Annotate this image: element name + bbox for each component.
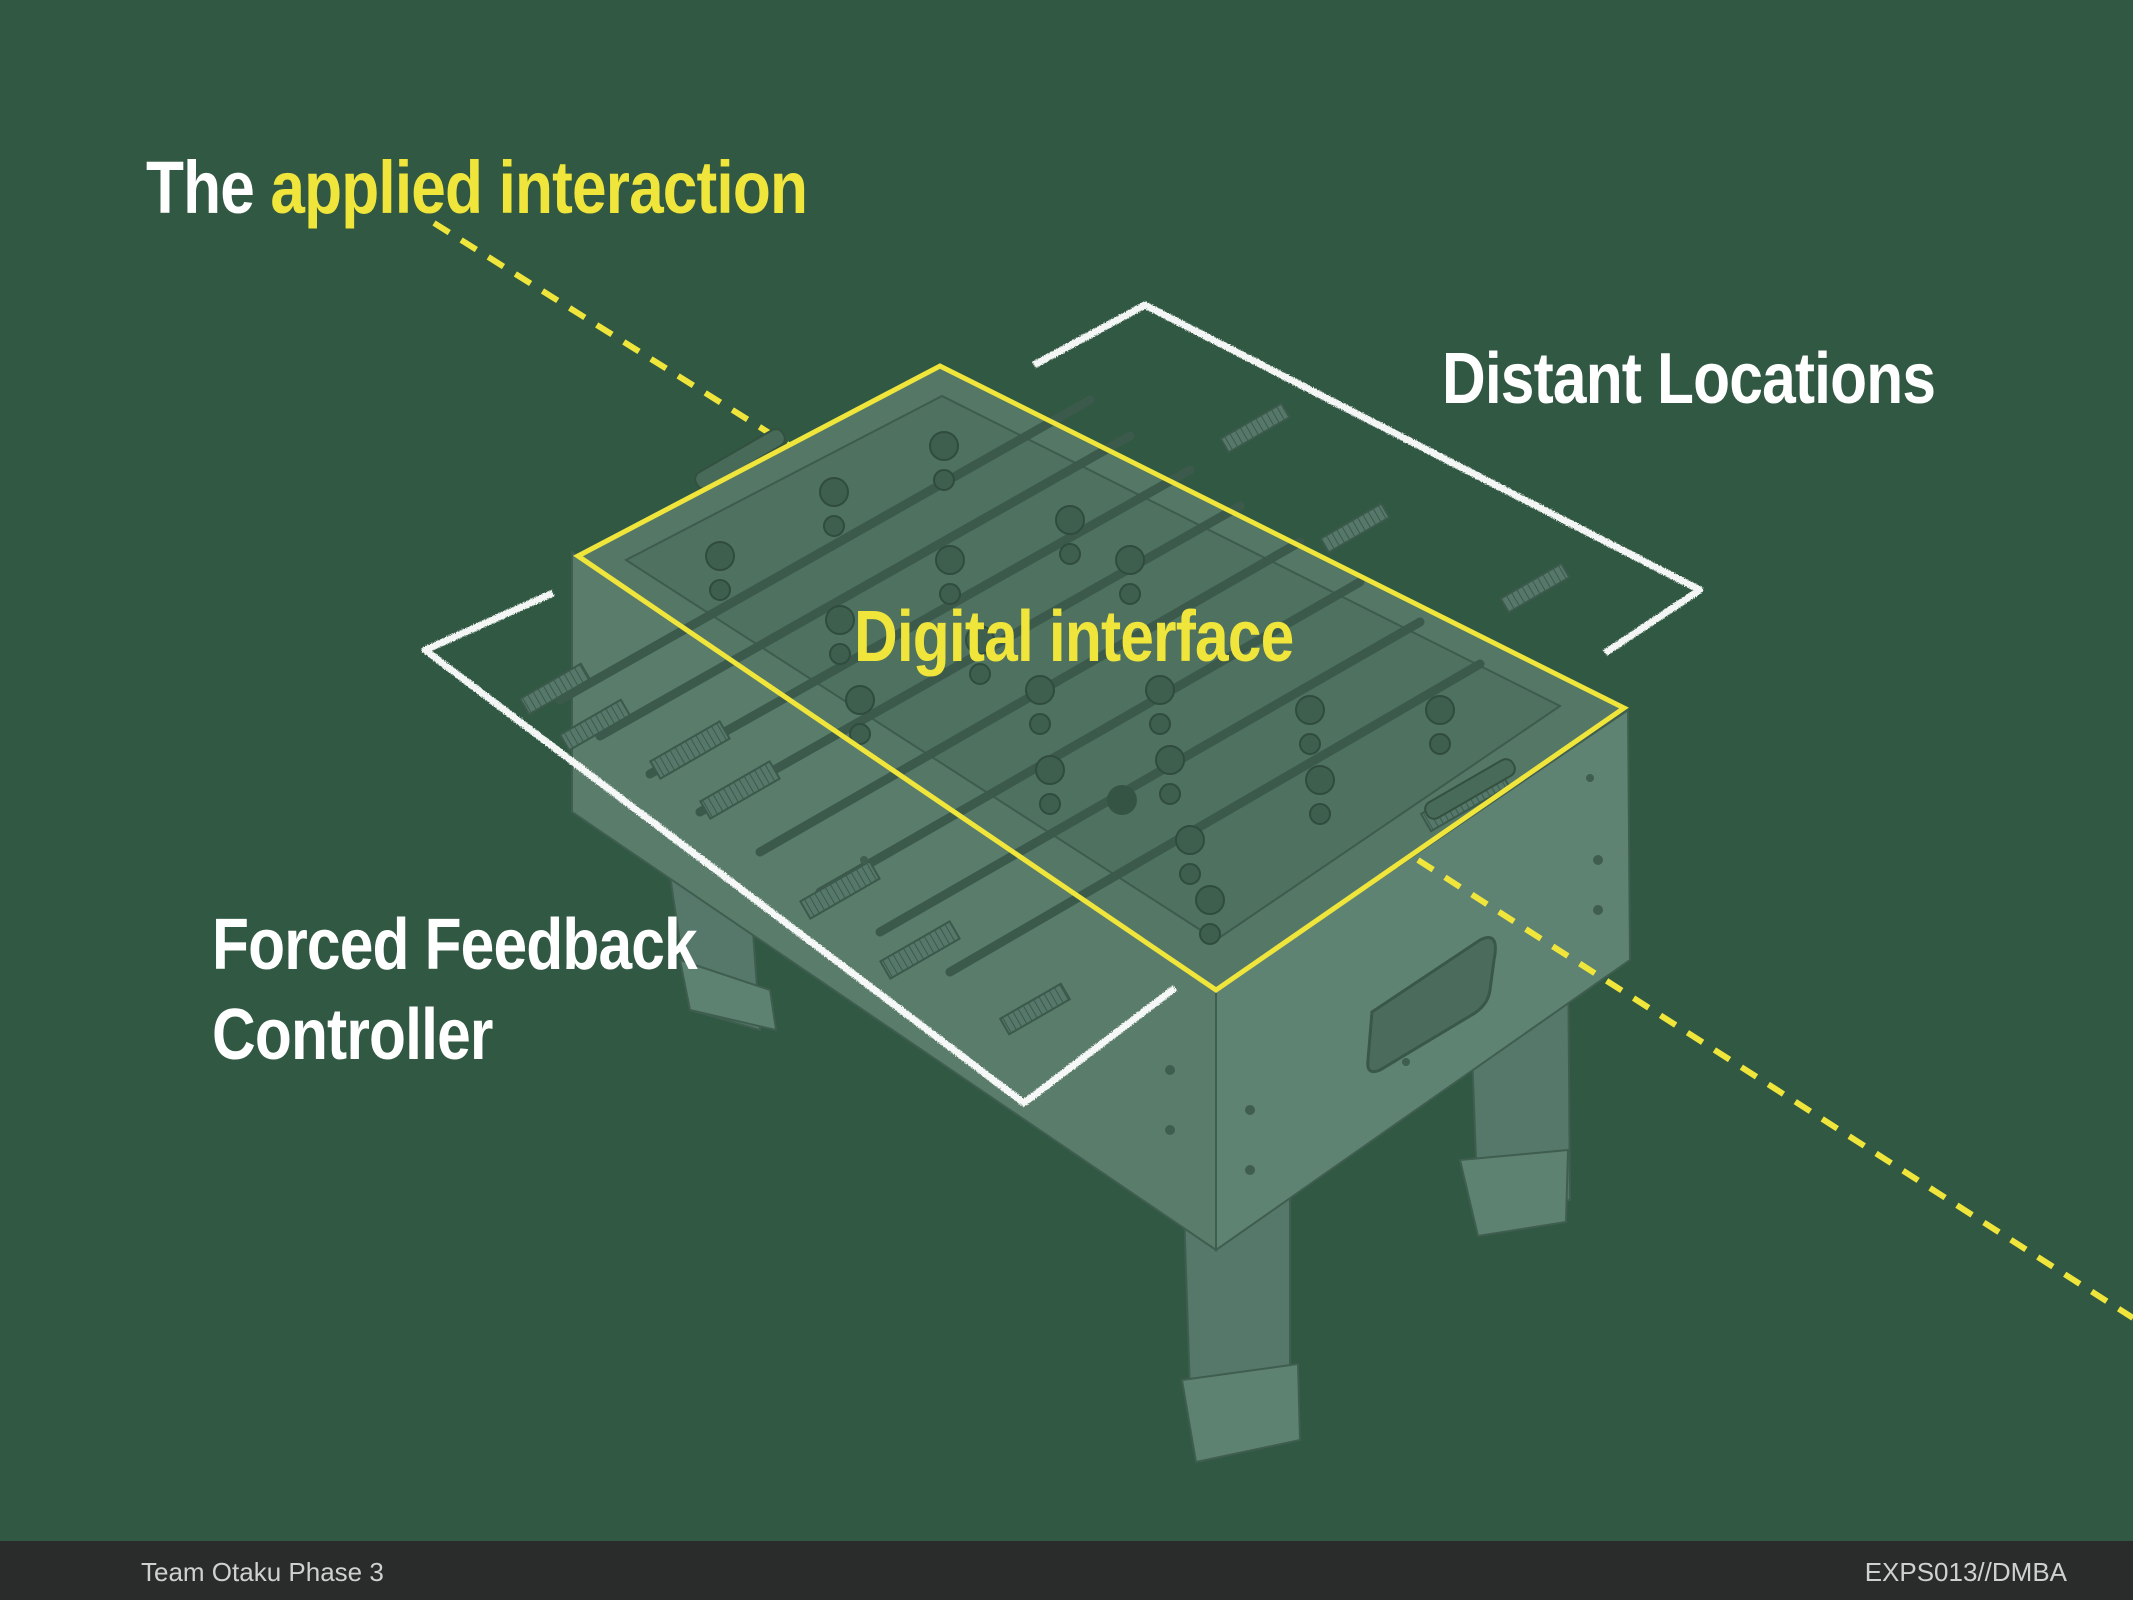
- controller-line: Controller: [212, 995, 493, 1075]
- title-prefix: The: [146, 146, 255, 229]
- footer-right-text: EXPS013//DMBA: [1864, 1557, 2067, 1587]
- interaction-line-front: [1416, 857, 2133, 1321]
- foosball-table-illustration: [518, 364, 1632, 1464]
- slide: The applied interaction Distant Location…: [146, 144, 2133, 1464]
- forced-feedback-controller-label: Forced Feedback Controller: [212, 900, 698, 1080]
- forced-feedback-line: Forced Feedback: [212, 905, 698, 985]
- footer-left-text: Team Otaku Phase 3: [141, 1557, 384, 1587]
- digital-interface-label: Digital interface: [854, 597, 1294, 677]
- footer-bar: Team Otaku Phase 3 EXPS013//DMBA: [0, 1541, 2133, 1600]
- controller-bracket: [421, 589, 1178, 1107]
- title-highlight: applied interaction: [270, 146, 808, 229]
- distant-locations-bracket: [1032, 301, 1704, 656]
- interaction-line-back: [432, 220, 792, 449]
- slide-title: The applied interaction: [146, 144, 808, 232]
- distant-locations-label: Distant Locations: [1442, 339, 1936, 419]
- digital-interface-outline: [573, 363, 1629, 994]
- diagram-artwork: [421, 220, 2133, 1464]
